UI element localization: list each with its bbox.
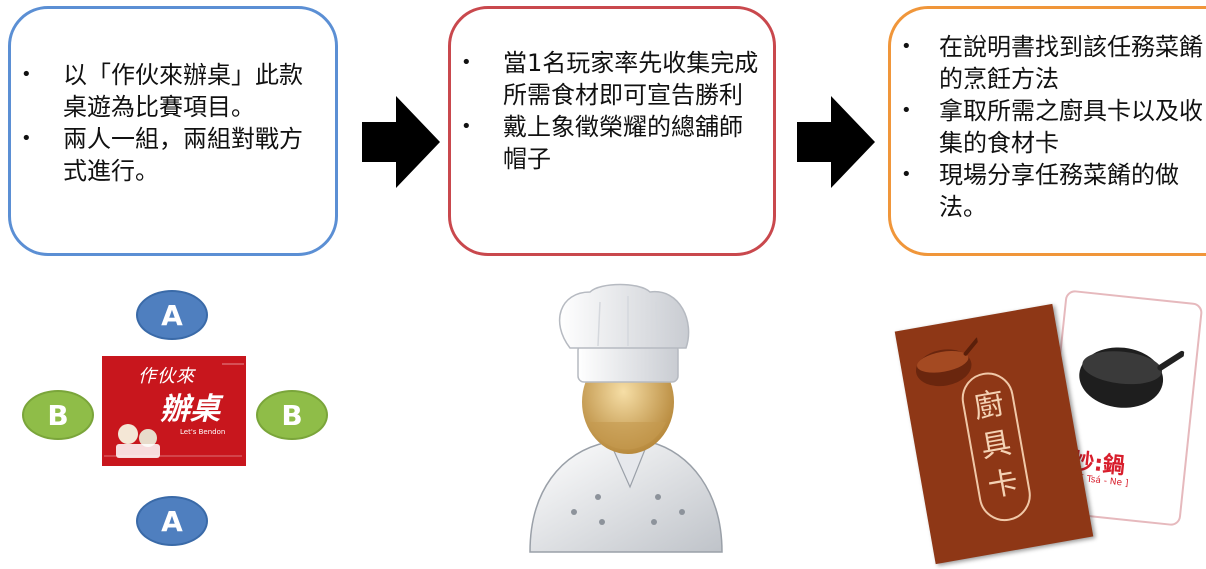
step2-bullet-2: 戴上象徵榮耀的總舖師帽子 (451, 111, 763, 175)
step-box-1: 以「作伙來辦桌」此款桌遊為比賽項目。 兩人一組，兩組對戰方式進行。 (8, 6, 338, 256)
step1-bullet-2: 兩人一組，兩組對戰方式進行。 (11, 123, 323, 187)
card-frame: 廚具卡 (957, 368, 1035, 526)
card-front: 廚具卡 (894, 303, 1094, 565)
step3-bullet-2: 拿取所需之廚具卡以及收集的食材卡 (891, 95, 1206, 159)
team-a-circle-top: A (136, 290, 208, 340)
step1-bullet-1: 以「作伙來辦桌」此款桌遊為比賽項目。 (11, 59, 323, 123)
team-b-circle-left: B (22, 390, 94, 440)
logo-line1: 作伙來 (138, 366, 195, 387)
step3-bullet-3: 現場分享任務菜餚的做法。 (891, 159, 1206, 223)
svg-text:Let's Bendon: Let's Bendon (180, 428, 225, 436)
card-front-text: 廚具卡 (971, 386, 1021, 505)
wok-icon (1079, 347, 1185, 408)
step-box-2: 當1名玩家率先收集完成所需食材即可宣告勝利 戴上象徵榮耀的總舖師帽子 (448, 6, 776, 256)
team-b-circle-right: B (256, 390, 328, 440)
arrow-right-icon (797, 96, 875, 188)
team-a-circle-bottom: A (136, 496, 208, 546)
step-box-3: 在說明書找到該任務菜餚的烹飪方法 拿取所需之廚具卡以及收集的食材卡 現場分享任務… (888, 6, 1206, 256)
logo-line2: 辦桌 (160, 392, 220, 427)
game-logo: 作伙來 辦桌 Let's Bendon (102, 356, 246, 466)
card-back: 炒:鍋 [ Tsá - Ne ] (1042, 289, 1204, 527)
step2-bullet-1: 當1名玩家率先收集完成所需食材即可宣告勝利 (451, 47, 763, 111)
arrow-right-icon (362, 96, 440, 188)
step3-bullet-1: 在說明書找到該任務菜餚的烹飪方法 (891, 31, 1206, 95)
chef-icon (529, 283, 723, 553)
logo-decoration: Let's Bendon (104, 363, 244, 458)
wok-icon (915, 337, 980, 387)
